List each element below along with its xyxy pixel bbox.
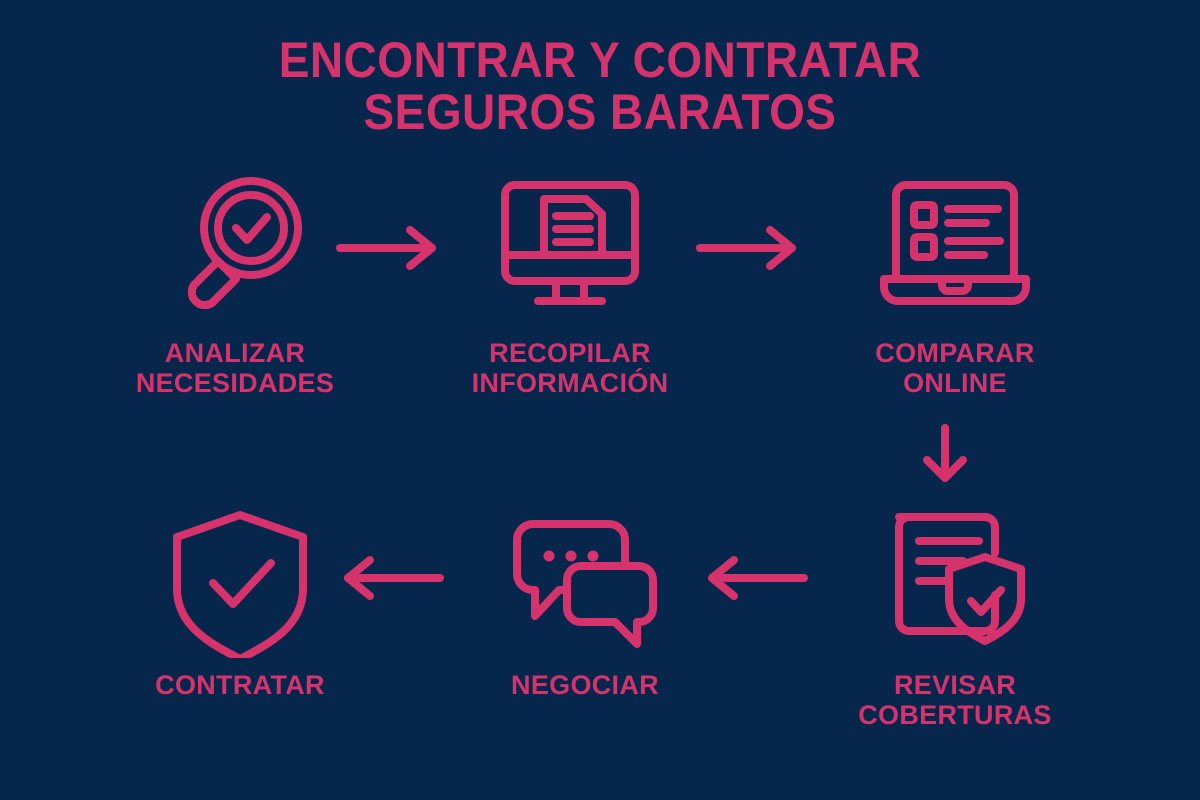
chat-bubbles-icon (455, 500, 715, 660)
step-recopilar-informacion[interactable]: RECOPILAR INFORMACIÓN (440, 168, 700, 398)
step-label-comparar-online: COMPARAR ONLINE (875, 338, 1035, 399)
step-label-contratar: CONTRATAR (155, 670, 325, 700)
step-label-analizar-necesidades: ANALIZAR NECESIDADES (135, 338, 335, 399)
step-comparar-online[interactable]: COMPARAR ONLINE (825, 168, 1085, 398)
step-contratar[interactable]: CONTRATAR (110, 500, 370, 700)
arrow-left-icon (700, 548, 810, 613)
step-analizar-necesidades[interactable]: ANALIZAR NECESIDADES (105, 168, 365, 398)
arrow-down-icon (915, 424, 975, 491)
document-shield-check-icon (825, 500, 1085, 660)
step-label-recopilar-informacion: RECOPILAR INFORMACIÓN (471, 338, 669, 399)
step-revisar-coberturas[interactable]: REVISAR COBERTURAS (825, 500, 1085, 730)
laptop-checklist-icon (825, 168, 1085, 328)
monitor-document-icon (440, 168, 700, 328)
arrow-left-icon (336, 548, 446, 613)
shield-check-icon (110, 500, 370, 660)
arrow-right-icon (694, 218, 804, 283)
magnifier-check-icon (105, 168, 365, 328)
page-title-line-1: ENCONTRAR Y CONTRATAR (278, 32, 922, 88)
step-label-negociar: NEGOCIAR (511, 670, 659, 700)
page-title-line-2: SEGUROS BARATOS (363, 84, 837, 140)
step-negociar[interactable]: NEGOCIAR (455, 500, 715, 700)
step-label-revisar-coberturas: REVISAR COBERTURAS (858, 670, 1052, 731)
arrow-right-icon (334, 218, 444, 283)
page-title: ENCONTRAR Y CONTRATAR SEGUROS BARATOS (0, 34, 1200, 138)
